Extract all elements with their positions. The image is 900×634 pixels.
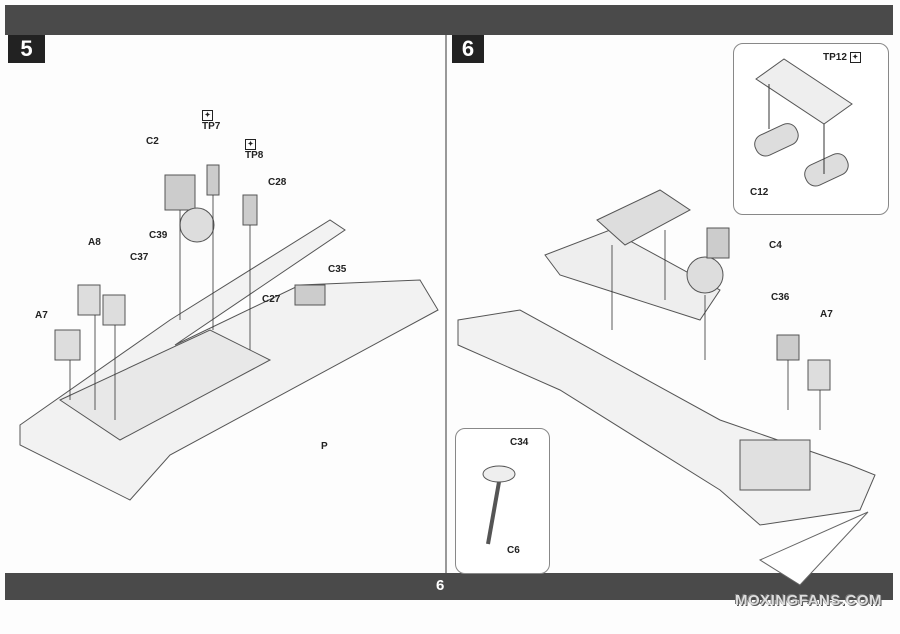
step5-part-c35 xyxy=(294,284,326,306)
step6-platform xyxy=(596,189,691,246)
label-a8: A8 xyxy=(88,237,101,248)
step6-part-c36 xyxy=(776,334,800,361)
label-c4: C4 xyxy=(769,240,782,251)
page-divider xyxy=(445,35,447,573)
label-a7-step6: A7 xyxy=(820,309,833,320)
photo-etch-icon: ✦ xyxy=(202,110,213,121)
callout-box-c34 xyxy=(455,428,550,574)
label-c39: C39 xyxy=(149,230,168,241)
step6-part-c4 xyxy=(706,227,730,259)
photo-etch-icon: ✦ xyxy=(849,52,861,63)
label-c35: C35 xyxy=(328,264,347,275)
label-c36: C36 xyxy=(771,292,790,303)
step-6-badge: 6 xyxy=(452,35,484,63)
bottom-bar xyxy=(5,573,893,600)
step5-seat-a8a xyxy=(77,284,101,316)
label-c12: C12 xyxy=(750,187,769,198)
label-tp12: TP12 ✦ xyxy=(823,52,861,63)
callout-c34-drawing xyxy=(482,465,516,545)
step5-part-tp8 xyxy=(242,194,258,226)
label-c34: C34 xyxy=(510,437,529,448)
step5-floor xyxy=(58,329,272,441)
step6-part-wheel xyxy=(686,256,724,294)
step-5-badge: 5 xyxy=(8,35,45,63)
label-c2: C2 xyxy=(146,136,159,147)
label-tp8: ✦TP8 xyxy=(245,139,264,162)
watermark: MOXINGFANS.COM xyxy=(735,592,883,609)
label-tp7: ✦TP7 xyxy=(202,110,221,133)
label-a7: A7 xyxy=(35,310,48,321)
top-bar xyxy=(5,5,893,35)
step6-seat-a7 xyxy=(807,359,831,391)
callout-box-tp12 xyxy=(733,43,889,215)
label-p: P xyxy=(321,441,328,452)
step5-seat-a7 xyxy=(54,329,81,361)
step5-part-c2 xyxy=(164,174,196,211)
step6-seats xyxy=(739,439,811,491)
step5-part-tp7 xyxy=(206,164,220,196)
label-c27: C27 xyxy=(262,294,281,305)
photo-etch-icon: ✦ xyxy=(245,139,256,150)
step5-seat-a8b xyxy=(102,294,126,326)
label-c37: C37 xyxy=(130,252,149,263)
page-number: 6 xyxy=(436,577,445,594)
step5-part-wheel xyxy=(179,207,215,243)
watermark-plane-logo xyxy=(758,511,869,586)
label-c6: C6 xyxy=(507,545,520,556)
callout-tp12-drawing xyxy=(754,58,853,187)
step6-frame xyxy=(544,229,721,321)
label-c28: C28 xyxy=(268,177,287,188)
